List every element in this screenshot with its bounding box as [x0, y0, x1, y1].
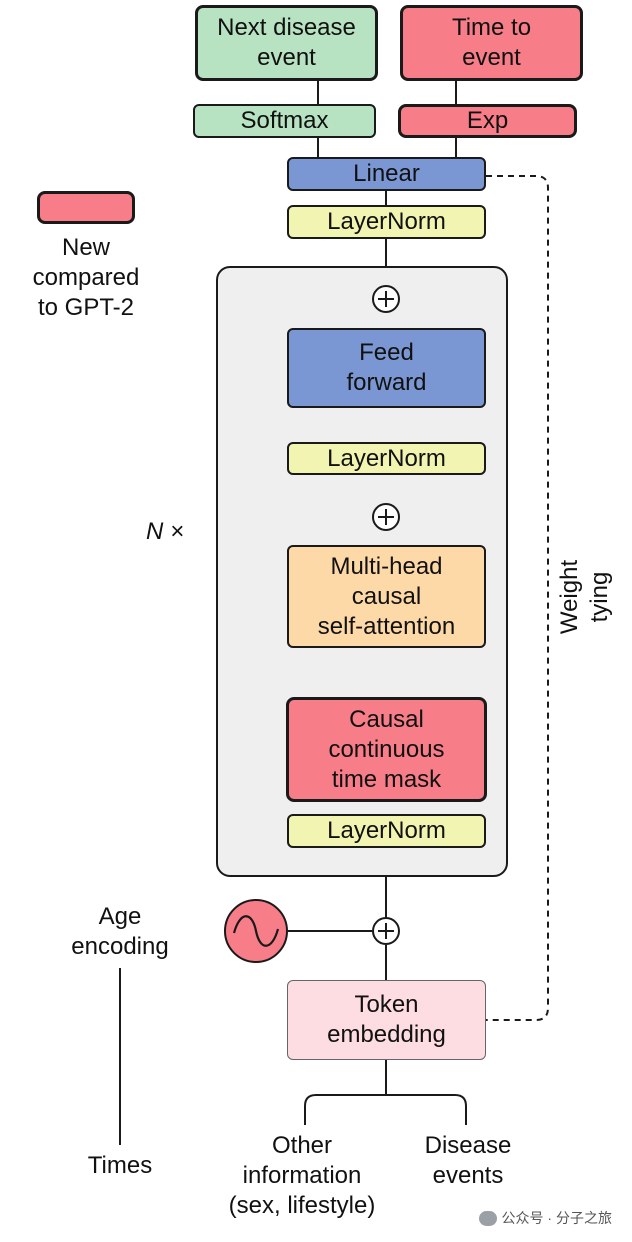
- exp-box: Exp: [398, 104, 577, 138]
- linear-box: Linear: [287, 157, 486, 191]
- inputs-bracket: [304, 1094, 467, 1125]
- layernorm-final-box: LayerNorm: [287, 205, 486, 239]
- wechat-icon: [478, 1210, 497, 1226]
- softmax-box: Softmax: [193, 104, 376, 138]
- watermark: 公众号 · 分子之旅: [478, 1208, 612, 1228]
- sine-wave-icon: [224, 899, 288, 963]
- other-information-label: Other information (sex, lifestyle): [228, 1132, 376, 1219]
- add-icon-ff: [372, 285, 400, 313]
- time-mask-box: Causal continuous time mask: [286, 697, 487, 802]
- next-disease-event-box: Next disease event: [195, 5, 378, 81]
- weight-tying-dashed-line: [486, 175, 549, 1021]
- age-encoding-label: Age encoding: [71, 903, 169, 960]
- token-embedding-box: Token embedding: [287, 980, 486, 1060]
- sine-wave-curve: [232, 915, 280, 947]
- watermark-text: 公众号 · 分子之旅: [501, 1210, 612, 1226]
- add-icon-input: [372, 917, 400, 945]
- feed-forward-box: Feed forward: [287, 328, 486, 408]
- layernorm-attention-box: LayerNorm: [287, 814, 486, 848]
- disease-events-label: Disease events: [424, 1132, 512, 1189]
- attention-box: Multi-head causal self-attention: [287, 545, 486, 648]
- weight-tying-label: Weight tying: [556, 559, 613, 635]
- legend-text: New compared to GPT-2: [32, 234, 140, 321]
- time-to-event-box: Time to event: [400, 5, 583, 81]
- times-label: Times: [87, 1152, 153, 1179]
- repeat-label: N ×: [145, 518, 184, 545]
- add-icon-attention: [372, 503, 400, 531]
- layernorm-ff-box: LayerNorm: [287, 442, 486, 475]
- legend-swatch: [37, 191, 135, 224]
